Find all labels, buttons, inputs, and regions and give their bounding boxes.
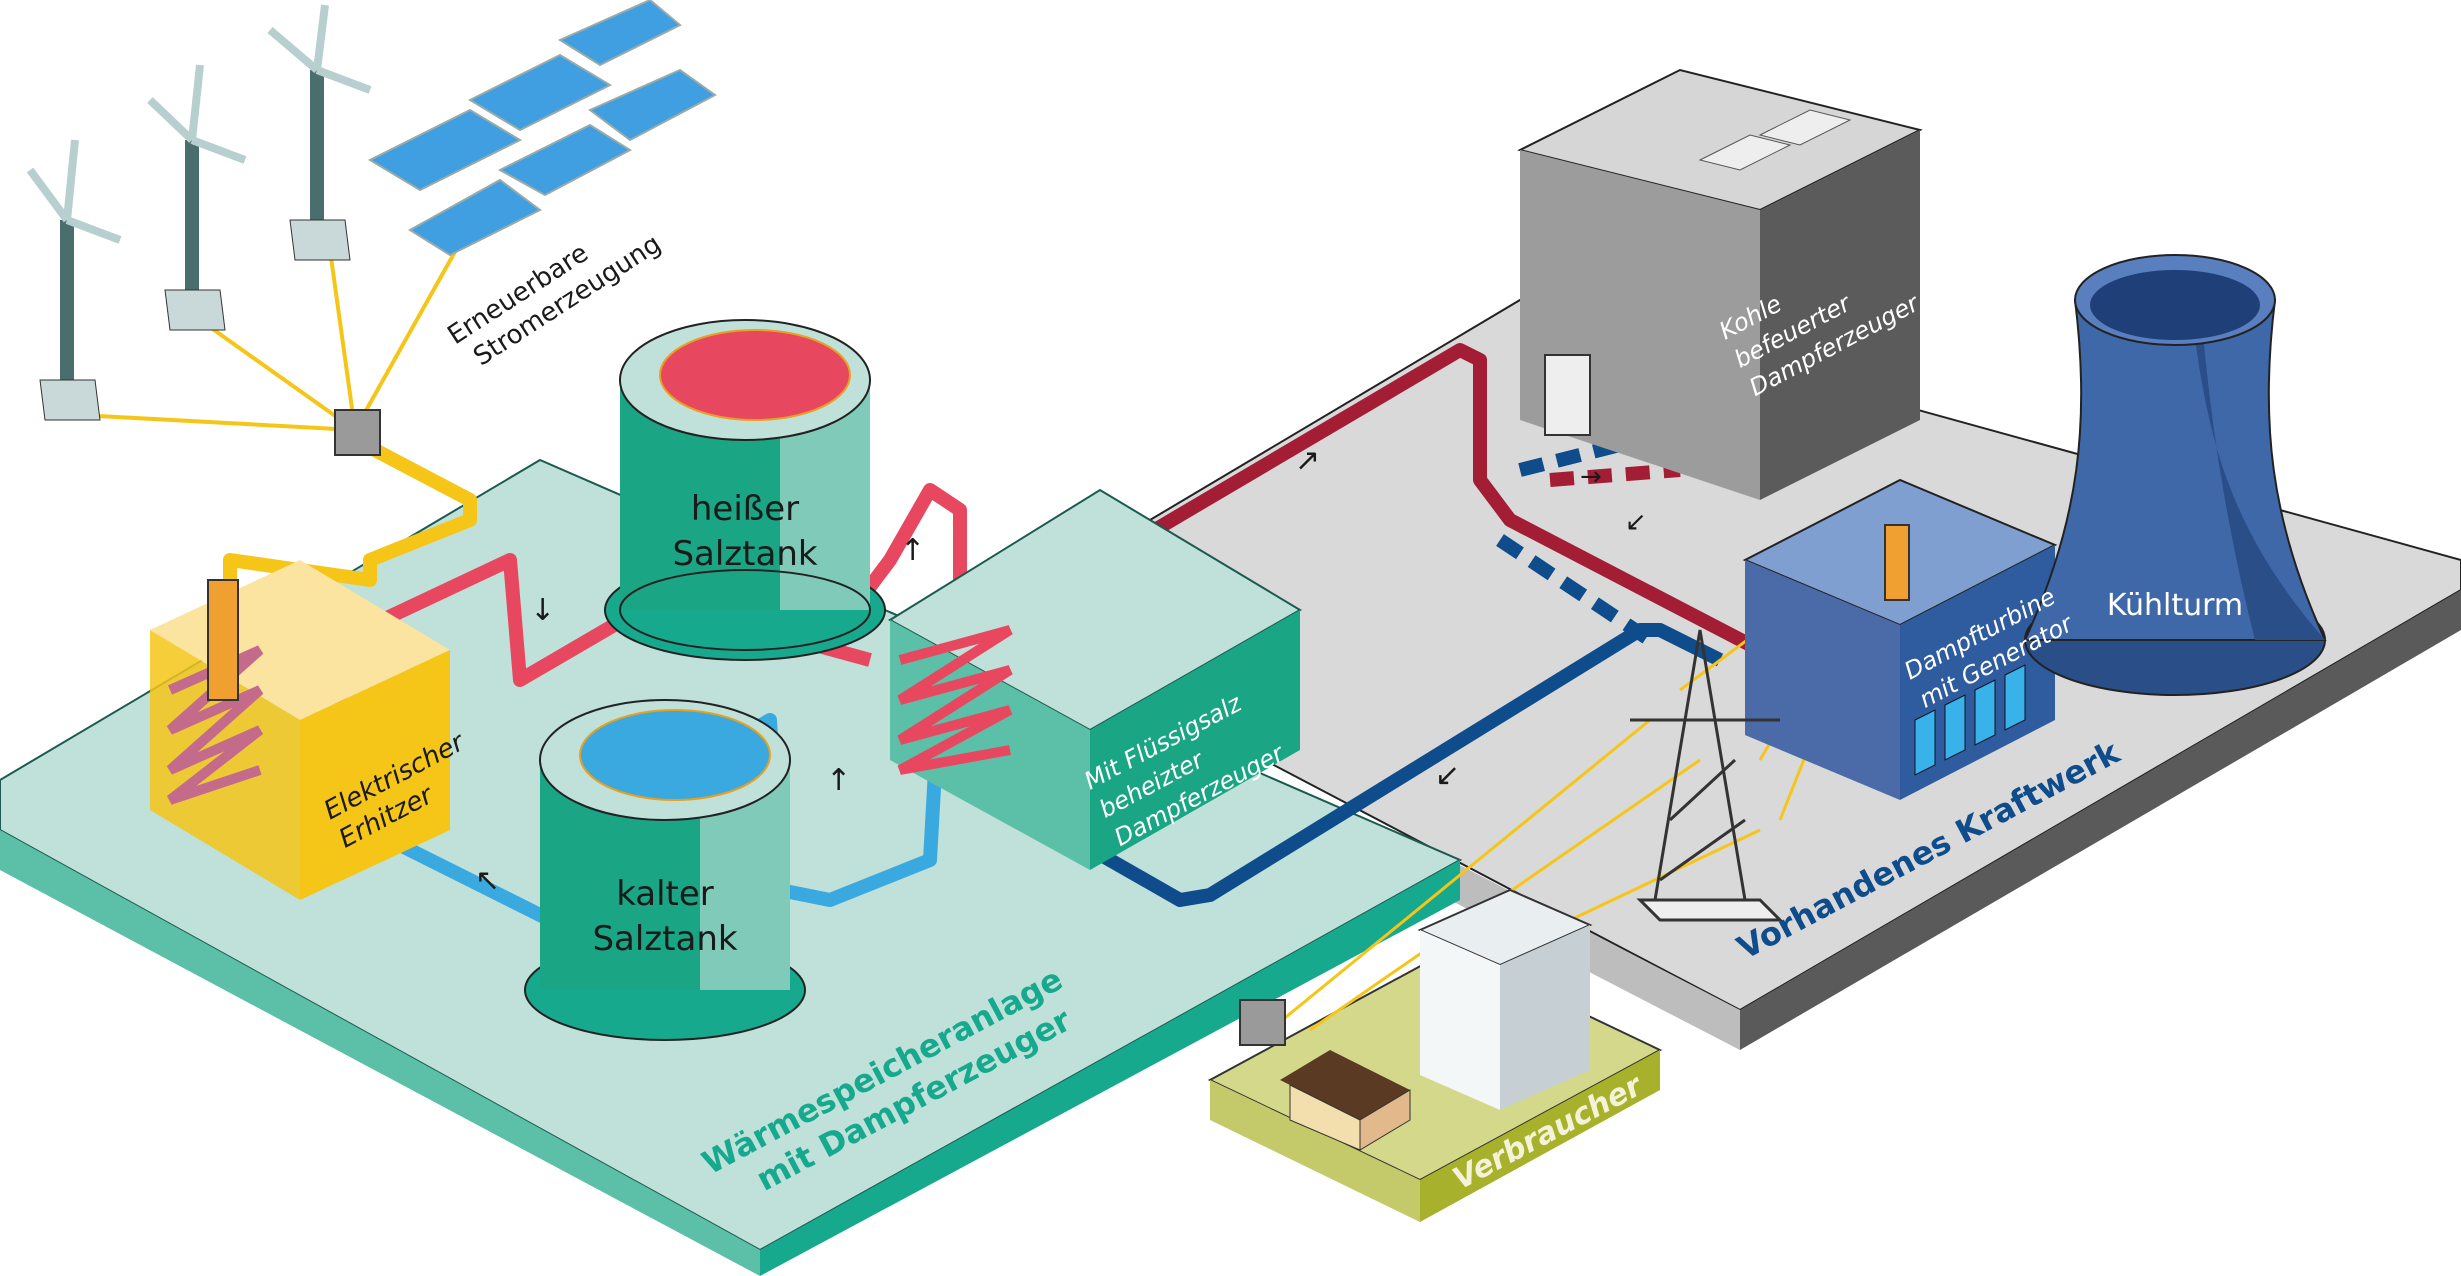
solar-panels [367,0,717,257]
power-cables [79,224,472,432]
turbine-insulator [1884,524,1910,601]
hot-salt-tank [604,319,886,661]
roof-vents [1698,109,1852,171]
office-building [1417,888,1593,1110]
cold-tank-label: kalter Salztank [592,874,737,959]
wind-turbine [26,139,122,421]
heat-exchanger-coil [897,625,1013,775]
flow-arrow: ↖ [475,863,500,898]
electric-heater [150,560,450,900]
flow-arrow: ↙ [1435,758,1460,793]
svg-text:Salztank: Salztank [592,919,737,959]
insulator-stack [207,579,239,701]
flow-arrow: ↙ [1625,507,1647,537]
flow-arrow: ↓ [530,593,555,628]
wind-turbines [26,4,372,421]
svg-text:heißer: heißer [691,489,799,529]
existing-steam-dashed [1549,463,1681,487]
consumer-junction-box [1239,999,1286,1046]
flow-arrow: ↑ [900,533,925,568]
heater-feed-cable [223,443,477,590]
existing-water-dashed [1496,534,1654,646]
salt-steam-generator [888,488,1302,870]
wind-turbine [267,4,372,261]
junction-box [334,409,381,456]
feedwater-pipe [1036,623,1724,907]
existing-water-dashed-2 [1518,433,1642,477]
cooling-tower [2023,254,2327,696]
svg-text:Salztank: Salztank [672,534,817,574]
cold-salt-tank [524,699,806,1041]
flow-arrow: ↗ [1295,443,1320,478]
cold-salt-pipe [386,833,554,927]
svg-text:kalter: kalter [616,874,714,914]
flow-arrow: → [1580,462,1602,492]
house [1280,1050,1411,1151]
transmission-tower [1630,629,1784,922]
steam-turbine-building [1742,478,2058,800]
coal-door [1544,354,1591,436]
turbine-windows [1914,664,2026,776]
cooling-tower-label: Kühlturm [2107,588,2243,623]
coal-steam-generator [1517,68,1923,500]
wind-turbine [147,64,247,331]
heating-coil [166,645,264,805]
flow-arrow: ↑ [826,763,851,798]
hot-tank-label: heißer Salztank [672,489,817,574]
